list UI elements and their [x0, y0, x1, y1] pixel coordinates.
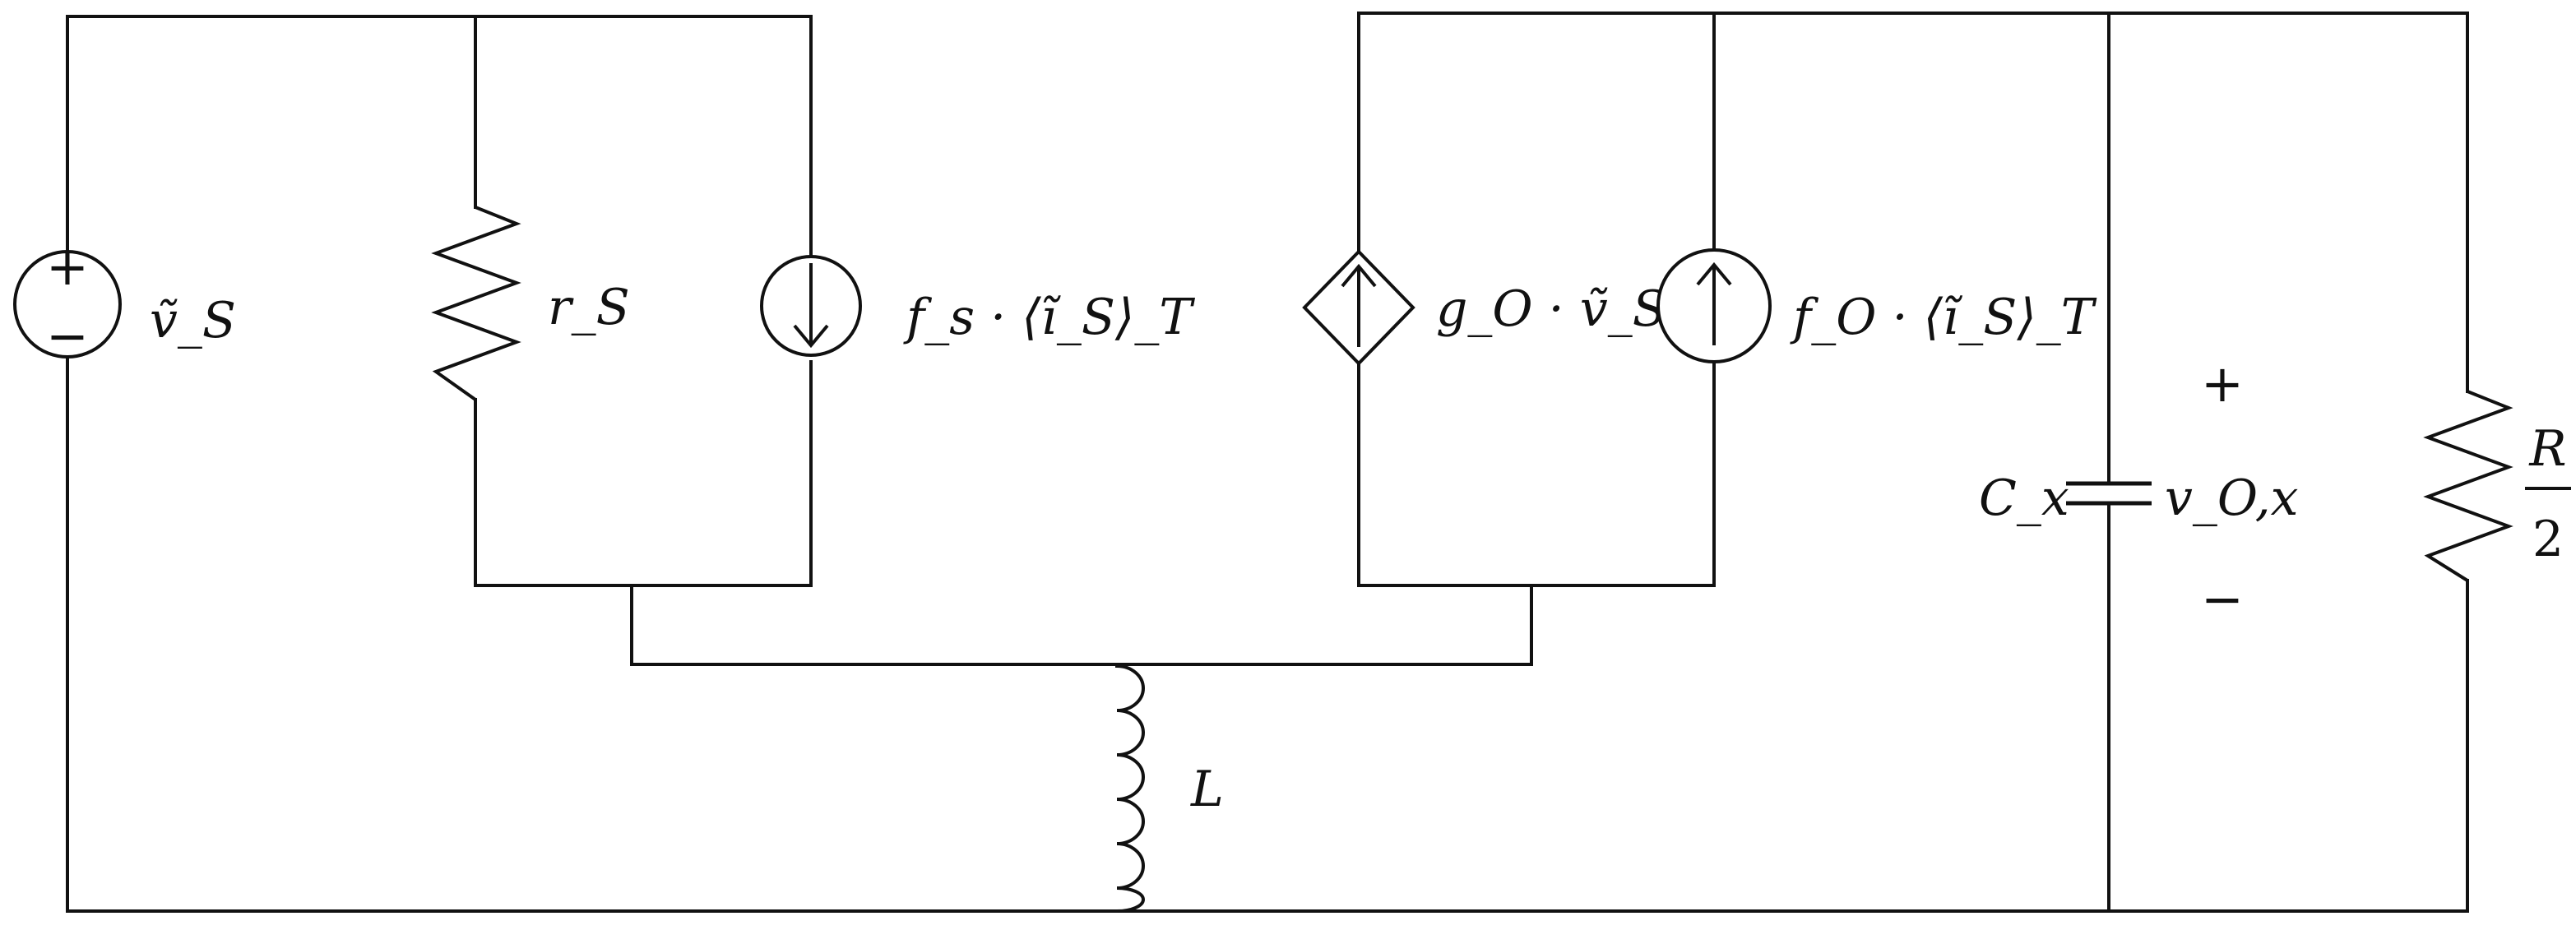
- down-arrow-icon: [793, 324, 829, 349]
- capacitor: [2066, 401, 2152, 585]
- capacitor-label: C_x: [1979, 470, 2069, 527]
- output-current-label: f_O · ⟨ĩ_S⟩_T: [1790, 289, 2097, 346]
- dependent-source-label: g_O · ṽ_S: [1436, 280, 1666, 338]
- voltage-source-label: ṽ_S: [150, 292, 236, 349]
- output-current-source: [1656, 248, 1772, 363]
- source-plus-sign: +: [46, 237, 89, 297]
- output-voltage-label: v_O,x: [2165, 470, 2298, 527]
- output-plus-sign: +: [2201, 354, 2244, 414]
- load-resistor: [2423, 390, 2513, 582]
- source-resistor-label: r_S: [548, 279, 630, 336]
- inductor-coil: [1116, 664, 1145, 913]
- wires: [66, 12, 2469, 913]
- up-arrow-icon-2: [1696, 261, 1732, 286]
- voltage-source-circle: [13, 250, 122, 359]
- wire-top-left: [66, 15, 813, 257]
- source-minus-sign: −: [46, 306, 89, 366]
- wire-rs-bottom: [474, 360, 813, 587]
- output-minus-sign: −: [2201, 569, 2244, 629]
- wire-bridge: [630, 584, 1533, 666]
- up-arrow-icon: [1341, 263, 1377, 288]
- inductor-label: L: [1190, 761, 1224, 818]
- load-denominator: 2: [2532, 511, 2564, 568]
- source-current-label: f_s · ⟨ĩ_S⟩_T: [903, 289, 1195, 346]
- wire-right-block: [1357, 360, 1716, 587]
- voltage-source: + −: [13, 113, 122, 495]
- dependent-current-source: [1302, 249, 1415, 366]
- load-numerator: R: [2528, 420, 2566, 478]
- source-resistor: [431, 206, 521, 401]
- source-current-source: [760, 255, 862, 357]
